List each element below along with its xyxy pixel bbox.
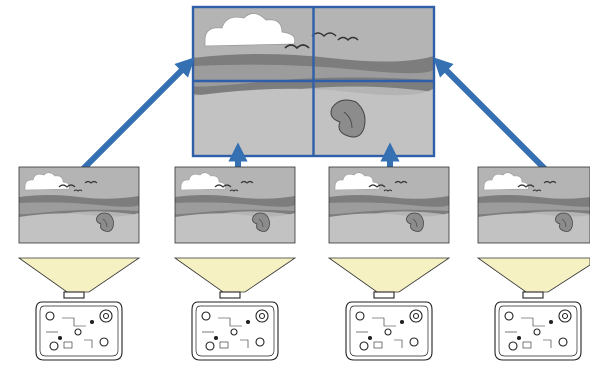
light-beam-icon xyxy=(17,257,141,293)
projector-icon xyxy=(191,291,279,361)
sub-image-4 xyxy=(477,166,590,244)
projector-icon xyxy=(345,291,433,361)
light-beams xyxy=(17,257,590,293)
light-beam-icon xyxy=(327,257,451,293)
sub-image-2 xyxy=(174,166,296,244)
arrow-right xyxy=(433,57,551,175)
projector-icon xyxy=(35,291,123,361)
arrow-left xyxy=(77,57,195,175)
projector-icon xyxy=(494,291,582,361)
light-beam-icon xyxy=(476,257,590,293)
sub-image-1 xyxy=(18,166,140,244)
sub-image-3 xyxy=(328,166,450,244)
combined-screen xyxy=(191,5,436,158)
light-beam-icon xyxy=(173,257,297,293)
